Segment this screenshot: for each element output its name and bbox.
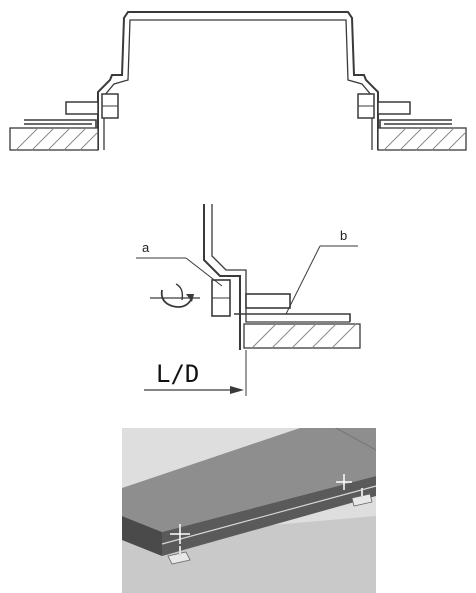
profile-outline — [97, 11, 379, 150]
marker-cross-left-icon — [170, 524, 190, 544]
render-panel-side — [162, 476, 376, 556]
cross-section-svg — [9, 11, 467, 151]
marker-cross-right-icon — [336, 474, 352, 490]
right-bolt-block — [377, 101, 411, 115]
render-panel-top — [122, 428, 376, 532]
torque-icon — [150, 283, 200, 308]
cross-section-drawing — [0, 0, 476, 190]
callout-a-label: a — [142, 240, 150, 255]
detail-profile-inner — [211, 204, 350, 323]
detail-substrate — [243, 323, 361, 349]
profile-inner — [103, 19, 373, 150]
perspective-render — [0, 428, 476, 593]
detail-drawing: a b L/D — [0, 190, 476, 410]
detail-bolt-block — [245, 293, 291, 309]
dimension-label: L/D — [156, 360, 199, 388]
callout-b-label: b — [340, 228, 347, 243]
render-panel-end — [122, 516, 162, 556]
dimension-arrow-icon — [230, 386, 244, 394]
right-substrate — [377, 127, 467, 151]
detail-profile — [203, 204, 241, 350]
left-substrate — [9, 127, 99, 151]
left-bolt-block — [65, 101, 99, 115]
render-svg — [122, 428, 377, 593]
detail-svg: a b L/D — [136, 204, 361, 396]
detail-clip-plate — [234, 313, 351, 322]
render-clip-right — [351, 493, 373, 507]
